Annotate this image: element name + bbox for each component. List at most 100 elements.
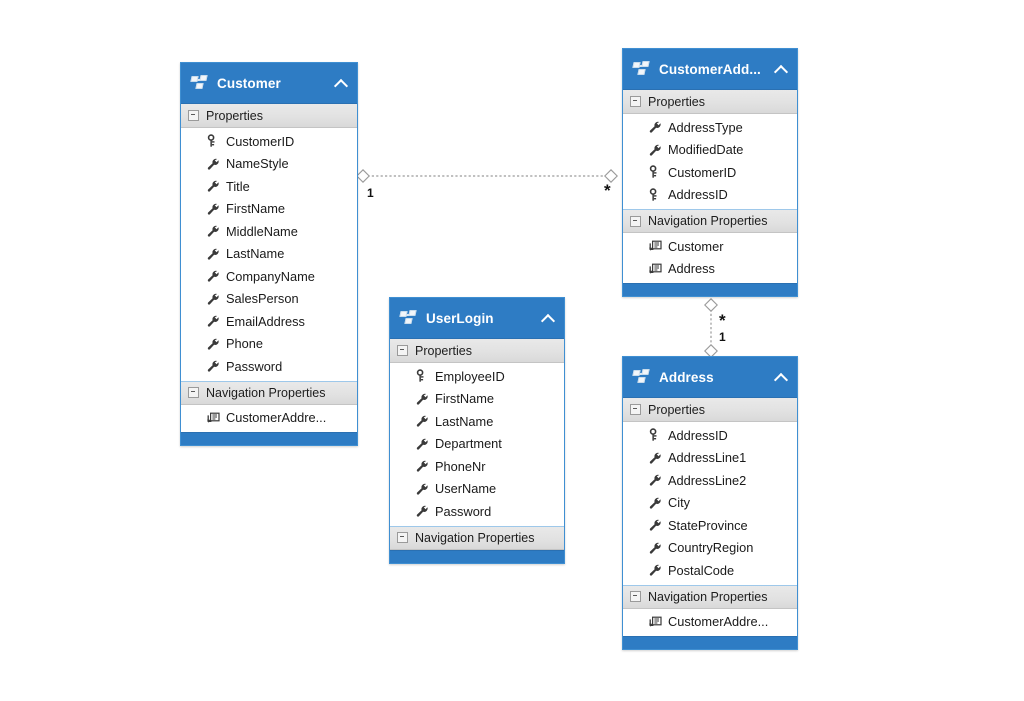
collapse-box-icon[interactable] [188, 110, 199, 121]
property-row[interactable]: CustomerAddre... [623, 611, 797, 634]
property-name: City [668, 495, 691, 511]
property-row[interactable]: CustomerID [623, 161, 797, 184]
entity-header-customer[interactable]: Customer [181, 63, 357, 104]
collapse-box-icon[interactable] [188, 387, 199, 398]
property-row[interactable]: AddressID [623, 184, 797, 207]
section-label: Navigation Properties [648, 589, 768, 604]
property-row[interactable]: UserName [390, 478, 564, 501]
entity-header-user-login[interactable]: UserLogin [390, 298, 564, 339]
property-row[interactable]: Phone [181, 333, 357, 356]
wrench-icon [206, 359, 220, 373]
section-header-properties[interactable]: Properties [623, 398, 797, 422]
property-row[interactable]: PostalCode [623, 559, 797, 582]
wrench-icon [648, 451, 662, 465]
section-label: Properties [648, 402, 705, 417]
property-row[interactable]: MiddleName [181, 220, 357, 243]
property-name: MiddleName [226, 223, 298, 239]
property-row[interactable]: Department [390, 433, 564, 456]
property-row[interactable]: NameStyle [181, 153, 357, 176]
entity-title: CustomerAdd... [659, 61, 761, 77]
chevron-up-icon[interactable] [773, 369, 789, 385]
section-header-properties[interactable]: Properties [623, 90, 797, 114]
wrench-icon [206, 157, 220, 171]
property-row[interactable]: Password [390, 500, 564, 523]
property-row[interactable]: StateProvince [623, 514, 797, 537]
property-name: Password [435, 503, 492, 519]
property-name: Title [226, 178, 250, 194]
property-row[interactable]: CustomerID [181, 130, 357, 153]
collapse-box-icon[interactable] [630, 96, 641, 107]
section-label: Navigation Properties [206, 385, 326, 400]
chevron-up-icon[interactable] [540, 310, 556, 326]
multiplicity-customeraddress-to-address-to: 1 [719, 330, 726, 344]
property-row[interactable]: CompanyName [181, 265, 357, 288]
property-row[interactable]: AddressLine2 [623, 469, 797, 492]
section-header-navigation-properties[interactable]: Navigation Properties [623, 209, 797, 233]
entity-icon [399, 310, 418, 326]
property-row[interactable]: FirstName [390, 388, 564, 411]
property-row[interactable]: EmailAddress [181, 310, 357, 333]
property-row[interactable]: LastName [181, 243, 357, 266]
collapse-box-icon[interactable] [397, 345, 408, 356]
property-row[interactable]: CustomerAddre... [181, 407, 357, 430]
property-name: AddressType [668, 119, 743, 135]
navigation-icon [648, 239, 662, 253]
property-row[interactable]: EmployeeID [390, 365, 564, 388]
wrench-icon [415, 482, 429, 496]
chevron-up-icon[interactable] [333, 75, 349, 91]
wrench-icon [206, 337, 220, 351]
property-row[interactable]: ModifiedDate [623, 139, 797, 162]
property-row[interactable]: FirstName [181, 198, 357, 221]
wrench-icon [648, 473, 662, 487]
multiplicity-customer-to-customeraddress-to: * [604, 181, 611, 200]
collapse-box-icon[interactable] [630, 215, 641, 227]
property-row[interactable]: CountryRegion [623, 537, 797, 560]
entity-header-address[interactable]: Address [623, 357, 797, 398]
collapse-box-icon[interactable] [397, 532, 408, 543]
property-row[interactable]: Title [181, 175, 357, 198]
property-row[interactable]: AddressType [623, 116, 797, 139]
entity-header-customer-address[interactable]: CustomerAdd... [623, 49, 797, 90]
section-header-navigation-properties[interactable]: Navigation Properties [390, 525, 564, 550]
property-name: CountryRegion [668, 540, 754, 556]
entity-icon [632, 61, 651, 77]
section-header-navigation-properties[interactable]: Navigation Properties [623, 584, 797, 609]
section-header-properties[interactable]: Properties [390, 339, 564, 363]
property-row[interactable]: Password [181, 355, 357, 378]
property-row[interactable]: AddressLine1 [623, 447, 797, 470]
property-row[interactable]: PhoneNr [390, 455, 564, 478]
collapse-box-icon[interactable] [630, 591, 641, 602]
property-name: FirstName [226, 201, 286, 217]
wrench-icon [648, 518, 662, 532]
wrench-icon [206, 202, 220, 216]
section-header-navigation-properties[interactable]: Navigation Properties [181, 380, 357, 405]
association-customer-to-customeraddress[interactable] [355, 168, 619, 185]
property-row[interactable]: AddressID [623, 424, 797, 447]
collapse-box-icon[interactable] [630, 404, 641, 415]
entity-footer [623, 283, 797, 296]
chevron-up-icon[interactable] [773, 61, 789, 77]
section-header-properties[interactable]: Properties [181, 104, 357, 128]
property-name: UserName [435, 481, 497, 497]
property-list-navigation-properties: CustomerAddre... [181, 404, 357, 432]
property-row[interactable]: SalesPerson [181, 288, 357, 311]
key-icon [648, 188, 662, 202]
property-row[interactable]: LastName [390, 410, 564, 433]
property-row[interactable]: Customer [623, 235, 797, 258]
property-name: CustomerID [226, 133, 295, 149]
property-name: PostalCode [668, 562, 735, 578]
property-row[interactable]: Address [623, 258, 797, 281]
entity-title: Address [659, 369, 714, 385]
property-row[interactable]: City [623, 492, 797, 515]
association-customeraddress-to-address[interactable] [703, 297, 720, 359]
property-name: Department [435, 436, 502, 452]
wrench-icon [648, 563, 662, 577]
